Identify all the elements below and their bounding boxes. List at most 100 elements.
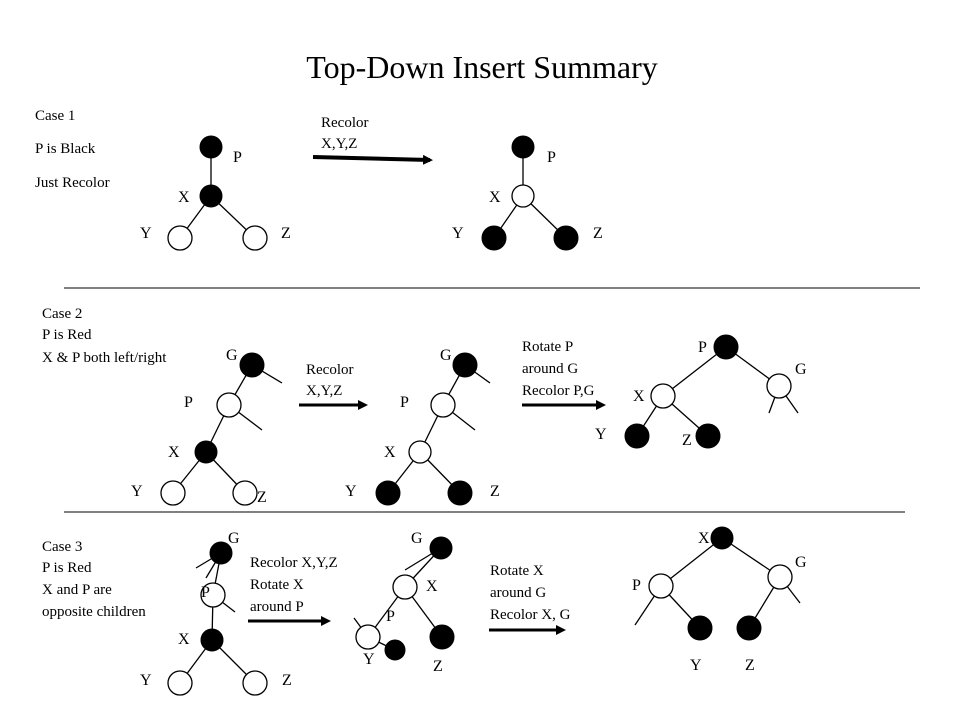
node-p [430, 392, 456, 418]
node-label: P [400, 394, 409, 411]
node-label: Z [490, 483, 500, 500]
caption-line: Case 2 [42, 306, 82, 322]
caption-line: P is Red [42, 560, 92, 576]
case1-before-tree: P X Y Z [140, 135, 291, 251]
node-x [392, 574, 418, 600]
node-x [408, 440, 432, 464]
node-y [624, 423, 650, 449]
case1-after-tree: P X Y Z [452, 135, 603, 251]
case2-arrow2: Rotate P around G Recolor P,G [522, 339, 606, 410]
node-y [167, 225, 193, 251]
node-z [553, 225, 579, 251]
node-label: X [698, 530, 710, 547]
node-x [511, 184, 535, 208]
arrow-caption: Recolor [306, 362, 353, 378]
node-p [200, 582, 226, 608]
caption-line: Case 1 [35, 108, 75, 124]
arrow-caption: around G [522, 361, 578, 377]
case3-arrow2: Rotate X around G Recolor X, G [489, 563, 571, 635]
node-label: Z [282, 672, 292, 689]
arrow-caption: Recolor X,Y,Z [250, 555, 338, 571]
node-y [167, 670, 193, 696]
node-label: G [795, 554, 807, 571]
node-label: G [795, 361, 807, 378]
node-label: G [440, 347, 452, 364]
node-x [200, 628, 224, 652]
node-label: P [698, 339, 707, 356]
node-label: Z [281, 225, 291, 242]
node-z [736, 615, 762, 641]
node-x [199, 184, 223, 208]
node-z [695, 423, 721, 449]
arrow-caption: Recolor P,G [522, 383, 595, 399]
node-label: Z [682, 432, 692, 449]
node-label: Y [595, 426, 607, 443]
node-label: G [228, 530, 240, 547]
node-z [232, 480, 258, 506]
node-label: Y [690, 657, 702, 674]
node-z [429, 624, 455, 650]
node-label: Y [363, 651, 375, 668]
case2-before-tree: G P X Y Z [131, 347, 283, 506]
arrow-caption: Recolor X, G [490, 607, 571, 623]
node-label: X [633, 388, 645, 405]
node-z [447, 480, 473, 506]
node-label: Y [131, 483, 143, 500]
case1-arrow: Recolor X,Y,Z [312, 115, 433, 165]
node-label: P [184, 394, 193, 411]
node-p [216, 392, 242, 418]
node-label: Y [452, 225, 464, 242]
arrow-caption: X,Y,Z [321, 136, 357, 152]
caption-line: opposite children [42, 604, 146, 620]
arrow-right-icon [312, 154, 433, 165]
caption-line: P is Black [35, 141, 96, 157]
case2-after-tree: P G X Y Z [595, 334, 807, 449]
node-z [242, 670, 268, 696]
node-g [452, 352, 478, 378]
arrow-caption: Rotate X [250, 577, 304, 593]
node-y [481, 225, 507, 251]
node-label: Z [745, 657, 755, 674]
node-label: Y [140, 225, 152, 242]
arrow-caption: Rotate X [490, 563, 544, 579]
arrow-caption: around G [490, 585, 546, 601]
node-x [194, 440, 218, 464]
case2-arrow1: Recolor X,Y,Z [299, 362, 368, 410]
arrow-caption: X,Y,Z [306, 383, 342, 399]
node-g [429, 536, 453, 560]
node-y [384, 639, 406, 661]
arrow-caption: Recolor [321, 115, 368, 131]
node-g [766, 373, 792, 399]
node-p [199, 135, 223, 159]
case3-after-tree: X G P Y Z [632, 526, 807, 674]
node-label: G [411, 530, 423, 547]
node-label: Y [140, 672, 152, 689]
node-label: Y [345, 483, 357, 500]
caption-line: P is Red [42, 327, 92, 343]
caption-line: X and P are [42, 582, 112, 598]
node-label: X [178, 189, 190, 206]
case2-caption: Case 2 P is Red X & P both left/right [42, 306, 167, 366]
node-g [239, 352, 265, 378]
node-label: P [386, 608, 395, 625]
node-y [375, 480, 401, 506]
case3-before-tree: G P X Y Z [140, 530, 292, 696]
node-p [648, 573, 674, 599]
node-label: Z [433, 658, 443, 675]
caption-line: X & P both left/right [42, 350, 167, 366]
node-label: X [178, 631, 190, 648]
node-label: X [489, 189, 501, 206]
arrow-caption: Rotate P [522, 339, 573, 355]
node-label: P [233, 149, 242, 166]
case2-middle-tree: G P X Y Z [345, 347, 500, 506]
node-label: P [201, 584, 210, 601]
node-label: G [226, 347, 238, 364]
case1-caption: Case 1 P is Black Just Recolor [35, 108, 110, 191]
node-label: X [426, 578, 438, 595]
caption-line: Case 3 [42, 539, 82, 555]
node-x [710, 526, 734, 550]
case3-caption: Case 3 P is Red X and P are opposite chi… [42, 539, 146, 620]
node-p [511, 135, 535, 159]
